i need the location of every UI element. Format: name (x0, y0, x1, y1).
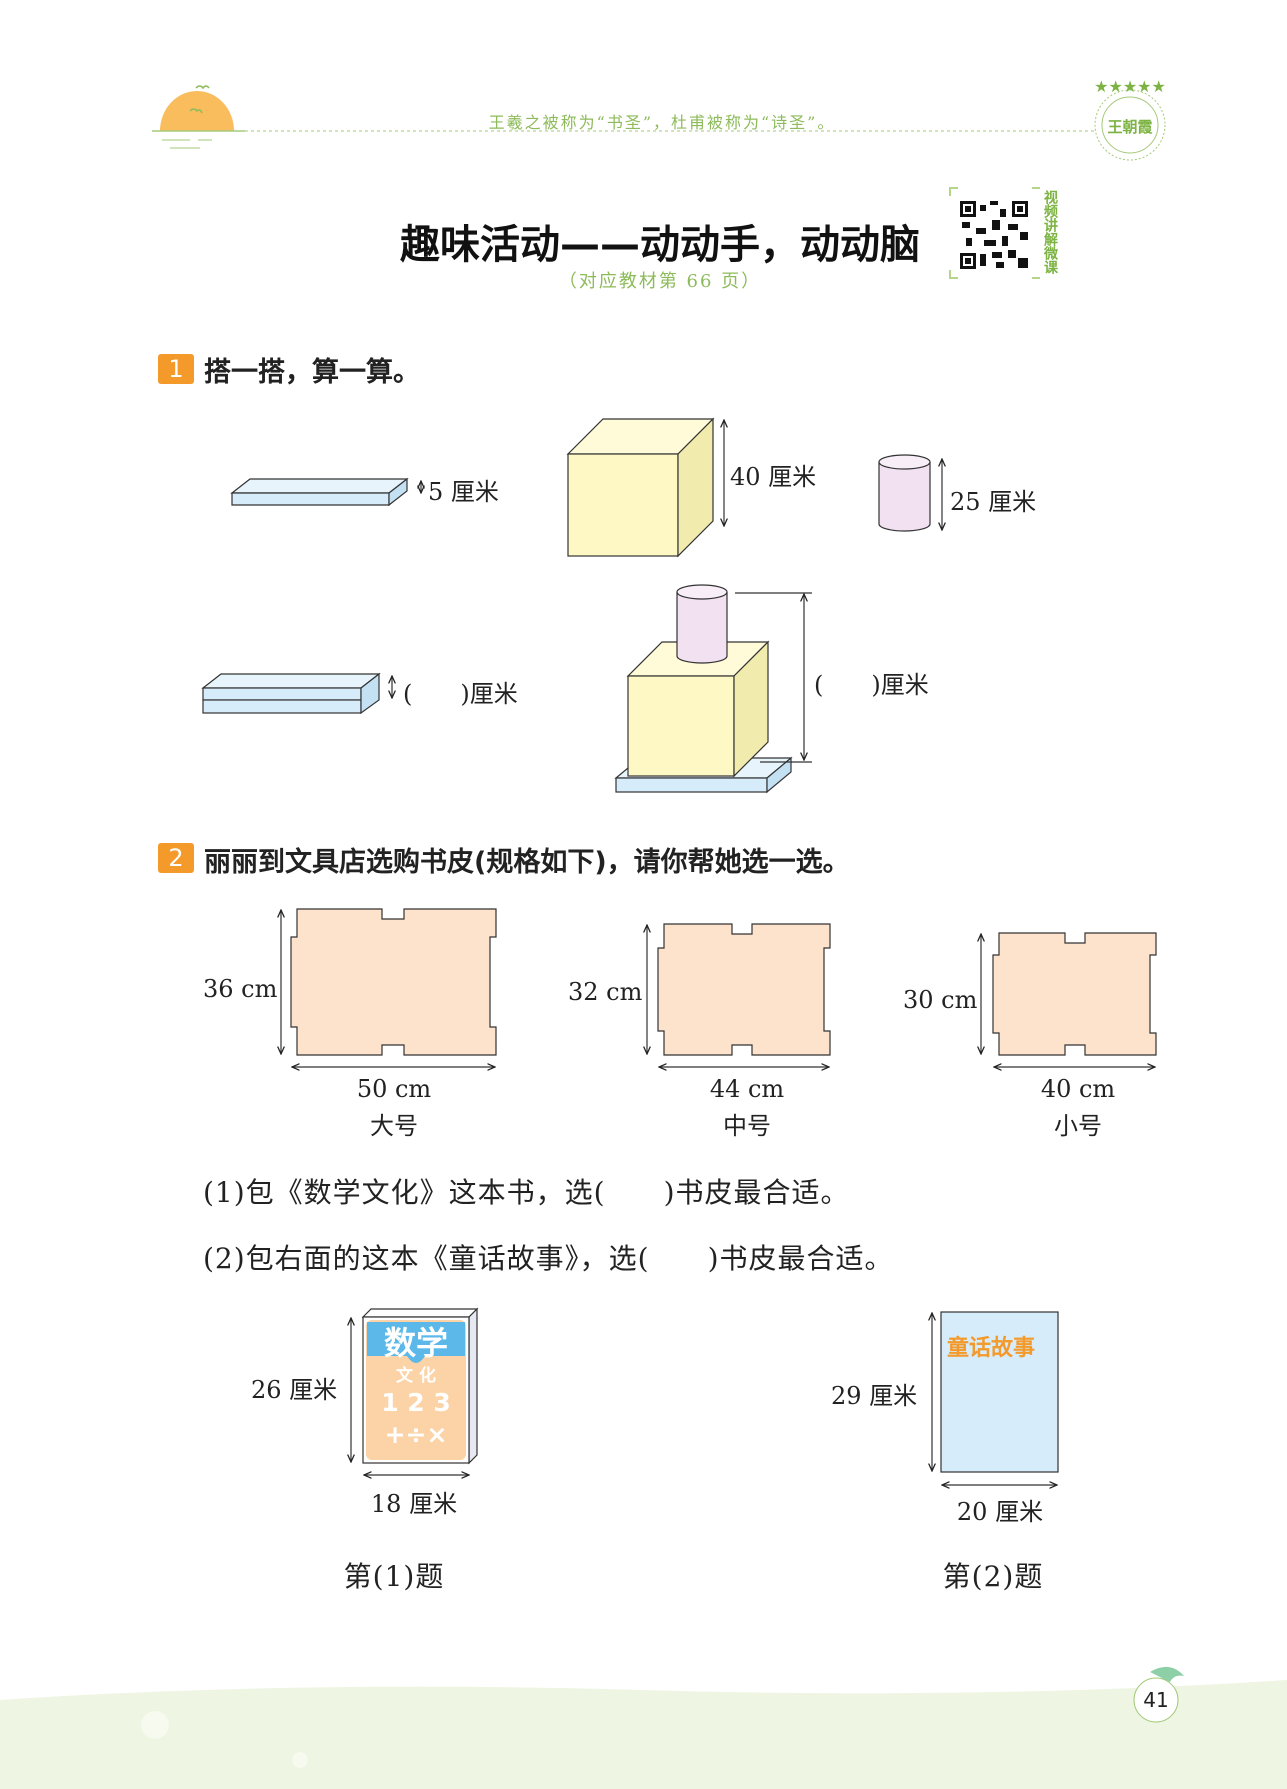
stack-height-answer[interactable]: ( )厘米 (403, 680, 518, 708)
svg-text:★★★★★: ★★★★★ (1094, 77, 1166, 96)
question-number-2: 2 (158, 843, 194, 873)
cover-small-height: 30 cm (903, 986, 978, 1014)
cylinder-height-label: 25 厘米 (950, 488, 1037, 516)
book2-title: 童话故事 (947, 1336, 1036, 1361)
cover-medium (647, 923, 831, 1067)
footer-wave (0, 1680, 1287, 1789)
book1-subtitle: 文 化 (396, 1366, 436, 1386)
sun-icon (152, 85, 245, 149)
cover-large-width: 50 cm (356, 1075, 432, 1103)
dolphin-icon (1150, 1666, 1184, 1682)
cube-height-label: 40 厘米 (730, 463, 817, 491)
book-math-culture (351, 1307, 479, 1475)
cover-small (981, 932, 1157, 1067)
book-fairy-tales (932, 1311, 1059, 1485)
book1-operators: +÷× (384, 1420, 448, 1449)
book1-height: 26 厘米 (251, 1376, 338, 1404)
cover-medium-name: 中号 (723, 1112, 771, 1140)
logo-badge: ★★★★★ 王朝霞 (1094, 77, 1166, 161)
book2-width: 20 厘米 (956, 1498, 1044, 1526)
page-subtitle: （对应教材第 66 页） (558, 271, 762, 292)
book2-caption: 第(2)题 (942, 1560, 1044, 1593)
stacked-plates-figure (201, 672, 392, 715)
svg-text:王朝霞: 王朝霞 (1107, 118, 1153, 136)
book2-height: 29 厘米 (831, 1382, 918, 1410)
book1-caption: 第(1)题 (343, 1560, 445, 1593)
question-2-text: 丽丽到文具店选购书皮(规格如下)，请你帮她选一选。 (204, 847, 850, 878)
question-number-1: 1 (158, 354, 194, 384)
qr-code (949, 187, 1040, 279)
cover-medium-height: 32 cm (568, 978, 643, 1006)
page-title: 趣味活动——动动手，动动脑 (400, 222, 920, 268)
sub-question-2: (2)包右面的这本《童话故事》，选( )书皮最合适。 (203, 1242, 894, 1275)
cover-small-name: 小号 (1054, 1112, 1102, 1140)
cube-figure (566, 417, 724, 558)
cylinder-figure (878, 454, 942, 532)
cover-small-width: 40 cm (1040, 1075, 1116, 1103)
sub-question-1: (1)包《数学文化》这本书，选( )书皮最合适。 (203, 1176, 850, 1209)
combo-height-answer[interactable]: ( )厘米 (814, 671, 929, 699)
plate-figure (230, 477, 421, 507)
cover-large-name: 大号 (370, 1112, 418, 1140)
book1-width: 18 厘米 (370, 1490, 458, 1518)
book1-numbers: 1 2 3 (381, 1388, 451, 1417)
cover-large (281, 908, 497, 1067)
plate-height-label: 5 厘米 (428, 478, 499, 506)
qr-label: 视频讲解微课 (1042, 190, 1058, 274)
page-number: 41 (1143, 1688, 1169, 1712)
book1-title: 数学 (383, 1324, 449, 1362)
question-1-text: 搭一搭，算一算。 (204, 357, 420, 388)
header-quote: 王羲之被称为“书圣”，杜甫被称为“诗圣”。 (488, 113, 836, 132)
cover-medium-width: 44 cm (709, 1075, 785, 1103)
combined-figure (614, 584, 812, 794)
cover-large-height: 36 cm (203, 975, 278, 1003)
page-number-circle (1133, 1677, 1179, 1723)
